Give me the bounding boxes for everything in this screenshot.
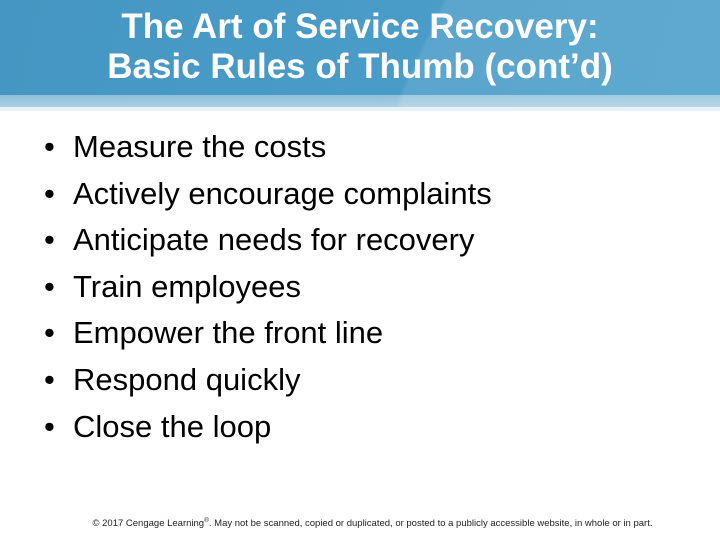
list-item: • Train employees: [0, 264, 700, 311]
bullet-icon: •: [44, 315, 55, 351]
list-item: • Actively encourage complaints: [0, 171, 700, 218]
header-accent-band: [0, 95, 720, 107]
bullet-text: Actively encourage complaints: [73, 175, 492, 211]
slide-title-line-1: The Art of Service Recovery:: [121, 7, 599, 46]
bullet-list: • Measure the costs • Actively encourage…: [0, 124, 700, 450]
copyright-footer: © 2017 Cengage Learning®. May not be sca…: [0, 517, 720, 530]
header-accent-band-pale: [0, 107, 720, 111]
bullet-text: Measure the costs: [73, 129, 327, 164]
slide-title-line-2: Basic Rules of Thumb (cont’d): [107, 47, 613, 86]
list-item: • Anticipate needs for recovery: [0, 217, 700, 264]
copyright-text-suffix: . May not be scanned, copied or duplicat…: [208, 518, 653, 529]
bullet-icon: •: [44, 222, 55, 258]
bullet-icon: •: [44, 129, 55, 164]
bullet-text: Close the loop: [73, 408, 272, 444]
bullet-text: Respond quickly: [73, 361, 301, 397]
bullet-icon: •: [44, 175, 55, 211]
list-item: • Empower the front line: [0, 310, 700, 357]
list-item: • Measure the costs: [0, 124, 700, 171]
list-item: • Close the loop: [0, 404, 700, 451]
bullet-icon: •: [44, 408, 55, 444]
copyright-text-prefix: © 2017 Cengage Learning: [92, 518, 205, 529]
bullet-text: Anticipate needs for recovery: [73, 222, 475, 258]
bullet-text: Empower the front line: [73, 315, 384, 351]
bullet-icon: •: [44, 268, 55, 304]
registered-trademark-icon: ®: [204, 516, 209, 524]
bullet-text: Train employees: [73, 268, 302, 304]
bullet-icon: •: [44, 361, 55, 397]
list-item: • Respond quickly: [0, 357, 700, 404]
slide-header: [0, 0, 720, 95]
slide-title: The Art of Service Recovery: Basic Rules…: [0, 7, 720, 87]
